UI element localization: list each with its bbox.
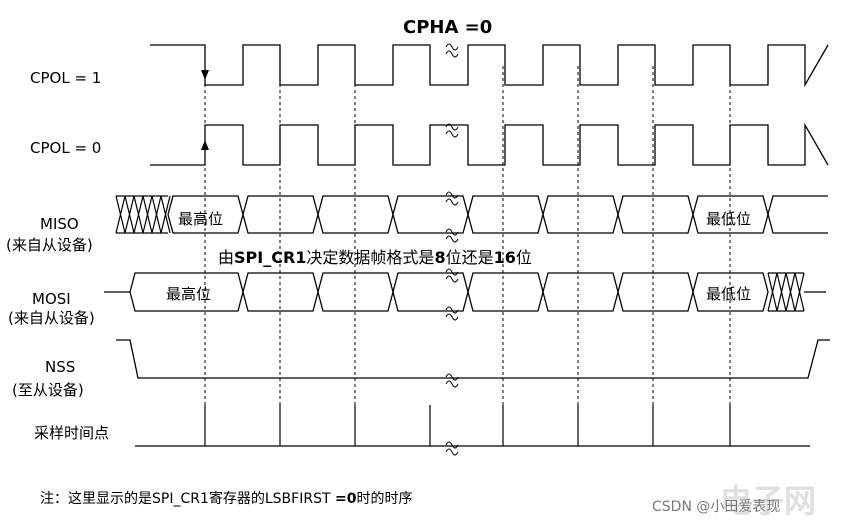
cpol1-clock-wave bbox=[150, 44, 829, 88]
miso-undefined-hatch bbox=[142, 195, 153, 234]
mosi-bit-cell bbox=[467, 272, 544, 312]
break-mark bbox=[445, 313, 459, 321]
break-mark bbox=[445, 123, 459, 131]
miso-bit-cell bbox=[542, 195, 619, 234]
break-mark bbox=[445, 275, 459, 283]
label-nss: NSS bbox=[45, 358, 76, 376]
note-part-g: 位 bbox=[515, 248, 532, 267]
footnote-part-c: 时的时序 bbox=[356, 491, 413, 507]
break-mark bbox=[445, 235, 459, 243]
label-mosi-sub: (来自从设备) bbox=[8, 309, 95, 327]
miso-undefined-hatch bbox=[133, 195, 144, 234]
nss-wave bbox=[116, 339, 830, 379]
break-mark bbox=[445, 130, 459, 138]
footnote-part-a: 注：这里显示的是SPI_CR1寄存器的LSBFIRST bbox=[40, 491, 335, 507]
miso-tail-top bbox=[767, 195, 828, 215]
falling-edge-arrow bbox=[201, 70, 209, 80]
mosi-undefined-hatch bbox=[785, 272, 796, 312]
miso-lsb-label: 最低位 bbox=[706, 210, 752, 228]
watermark-logo: 电子网 bbox=[720, 482, 817, 520]
note-part-f: 16 bbox=[493, 248, 516, 267]
break-mark bbox=[445, 448, 459, 456]
mosi-undefined-hatch bbox=[767, 272, 778, 312]
miso-msb-label: 最高位 bbox=[178, 210, 224, 228]
break-mark bbox=[445, 198, 459, 206]
miso-tail-bottom bbox=[767, 213, 828, 234]
cpol0-clock-wave bbox=[150, 122, 829, 166]
break-mark bbox=[445, 268, 459, 276]
note-part-c: 决定数据帧格式是 bbox=[306, 248, 435, 267]
miso-undefined-hatch bbox=[160, 195, 171, 234]
note-part-e: 位还是 bbox=[445, 248, 494, 267]
break-mark bbox=[445, 228, 459, 236]
miso-bit-cell bbox=[317, 195, 394, 234]
label-mosi: MOSI bbox=[32, 290, 71, 308]
miso-bit-cell bbox=[242, 195, 319, 234]
label-nss-sub: (至从设备) bbox=[12, 381, 84, 399]
miso-undefined-hatch bbox=[115, 195, 126, 234]
label-miso: MISO bbox=[40, 215, 79, 233]
mosi-bit-cell bbox=[542, 272, 619, 312]
label-sample-points: 采样时间点 bbox=[34, 424, 110, 442]
break-mark bbox=[445, 50, 459, 58]
miso-bit-cell bbox=[392, 195, 469, 234]
break-mark bbox=[445, 380, 459, 388]
footnote: 注：这里显示的是SPI_CR1寄存器的LSBFIRST =0时的时序 bbox=[40, 488, 412, 508]
mosi-lsb-label: 最低位 bbox=[706, 285, 752, 303]
miso-bit-cell bbox=[467, 195, 544, 234]
break-mark bbox=[445, 191, 459, 199]
note-part-a: 由 bbox=[218, 248, 235, 267]
watermark-text: CSDN @小田爱表现 bbox=[652, 499, 781, 515]
miso-undefined-hatch bbox=[151, 195, 162, 234]
break-mark bbox=[445, 43, 459, 51]
label-cpol1: CPOL = 1 bbox=[30, 69, 102, 87]
mosi-bit-cell bbox=[617, 272, 694, 312]
label-cpol0: CPOL = 0 bbox=[30, 139, 102, 157]
mosi-undefined-hatch bbox=[776, 272, 787, 312]
mosi-msb-label: 最高位 bbox=[166, 285, 212, 303]
label-miso-sub: (来自从设备) bbox=[6, 236, 93, 254]
break-mark bbox=[445, 373, 459, 381]
rising-edge-arrow bbox=[201, 140, 209, 150]
miso-bit-cell bbox=[617, 195, 694, 234]
note-part-d: 8 bbox=[434, 248, 446, 267]
miso-undefined-hatch bbox=[124, 195, 135, 234]
diagram-title: CPHA =0 bbox=[403, 17, 493, 38]
break-mark bbox=[445, 306, 459, 314]
mosi-bit-cell bbox=[692, 272, 769, 312]
mosi-undefined-hatch bbox=[794, 272, 805, 312]
footnote-part-b: =0 bbox=[334, 491, 357, 507]
note-part-b: SPI_CR1 bbox=[234, 248, 307, 267]
mosi-bit-cell bbox=[392, 272, 469, 312]
break-mark bbox=[445, 441, 459, 449]
frame-format-note: 由SPI_CR1决定数据帧格式是8位还是16位 bbox=[218, 244, 532, 268]
